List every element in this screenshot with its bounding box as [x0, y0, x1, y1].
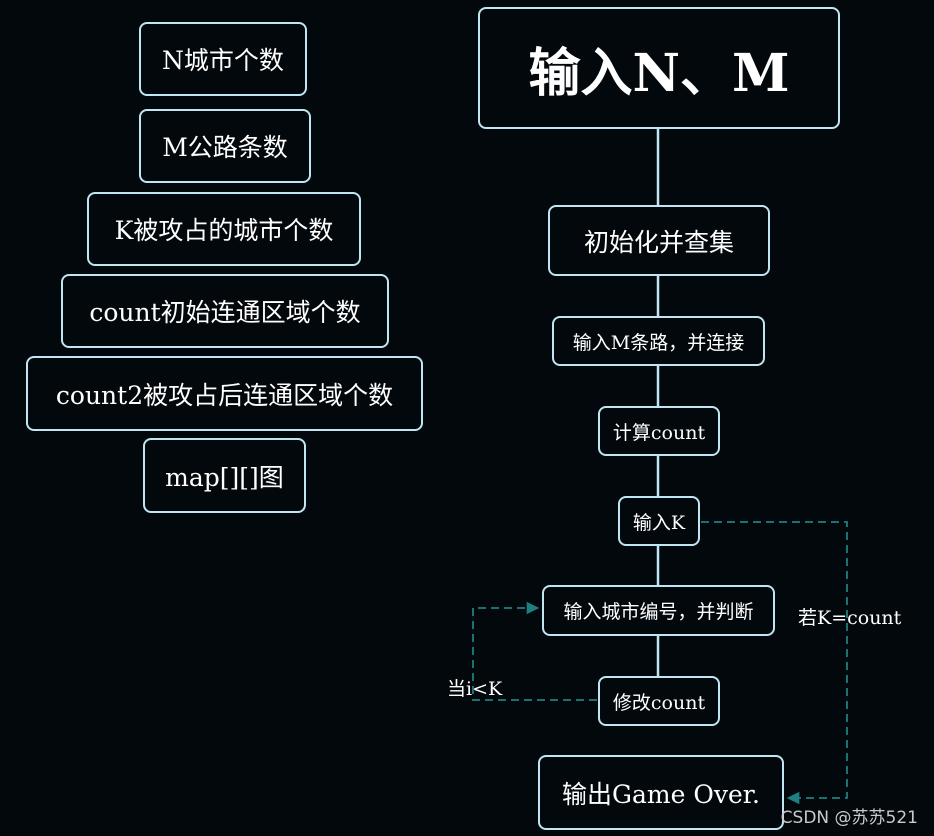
flow-modify-node: 修改count	[598, 676, 720, 726]
flow-title-node: 输入N、M	[478, 7, 840, 129]
flow-roads-node: 输入M条路，并连接	[552, 316, 765, 366]
flow-readk-node: 输入K	[618, 496, 700, 546]
flow-compute-node: 计算count	[598, 406, 720, 456]
var-k: K被攻占的城市个数	[87, 192, 361, 266]
watermark: CSDN @苏苏521	[780, 808, 918, 828]
var-map: map[][]图	[143, 438, 306, 513]
loop-arrow	[472, 601, 597, 701]
var-m: M公路条数	[139, 109, 311, 183]
var-n: N城市个数	[139, 22, 307, 96]
flow-readcity-node: 输入城市编号，并判断	[542, 585, 775, 636]
shortcut-arrow	[701, 521, 848, 805]
flow-init-node: 初始化并查集	[548, 205, 770, 276]
var-count: count初始连通区域个数	[61, 274, 389, 348]
shortcut-label: 若K=count	[798, 607, 902, 629]
loop-label: 当i<K	[447, 678, 503, 700]
var-count2: count2被攻占后连通区域个数	[26, 356, 423, 431]
flow-output-node: 输出Game Over.	[538, 755, 784, 830]
